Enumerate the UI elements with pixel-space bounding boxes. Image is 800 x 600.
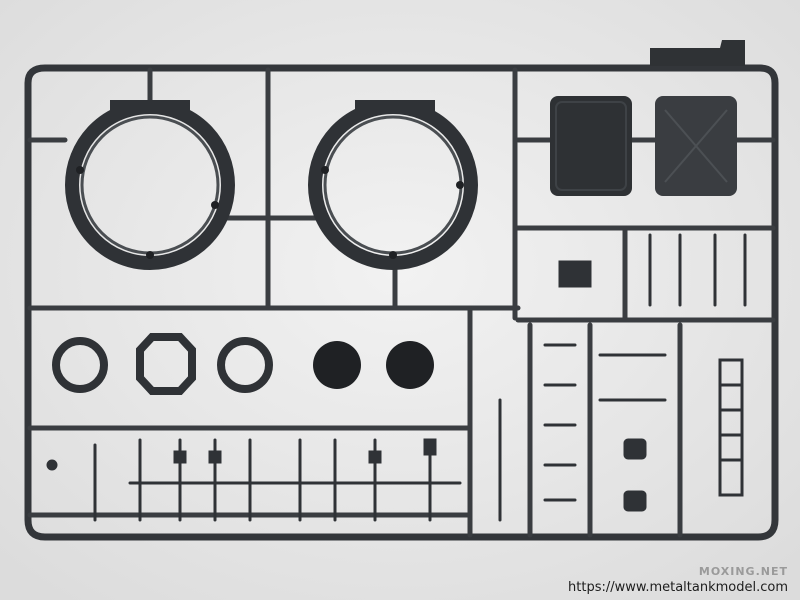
large-ring-left xyxy=(65,100,235,270)
small-ring-1 xyxy=(52,337,108,393)
solid-disc-1 xyxy=(313,341,361,389)
small-parts-right xyxy=(498,233,747,522)
large-ring-right xyxy=(308,100,478,270)
solid-disc-2 xyxy=(386,341,434,389)
watermark-logo: MOXING.NET xyxy=(698,565,788,578)
small-ring-3 xyxy=(217,337,273,393)
small-parts-left xyxy=(46,438,462,522)
sprue-tag xyxy=(650,40,745,66)
small-ring-2 xyxy=(136,333,196,395)
watermark-url: https://www.metaltankmodel.com xyxy=(568,580,788,595)
sprue-frame xyxy=(24,64,779,541)
hatch-plate-left xyxy=(550,96,632,196)
hatch-plate-right xyxy=(655,96,737,196)
